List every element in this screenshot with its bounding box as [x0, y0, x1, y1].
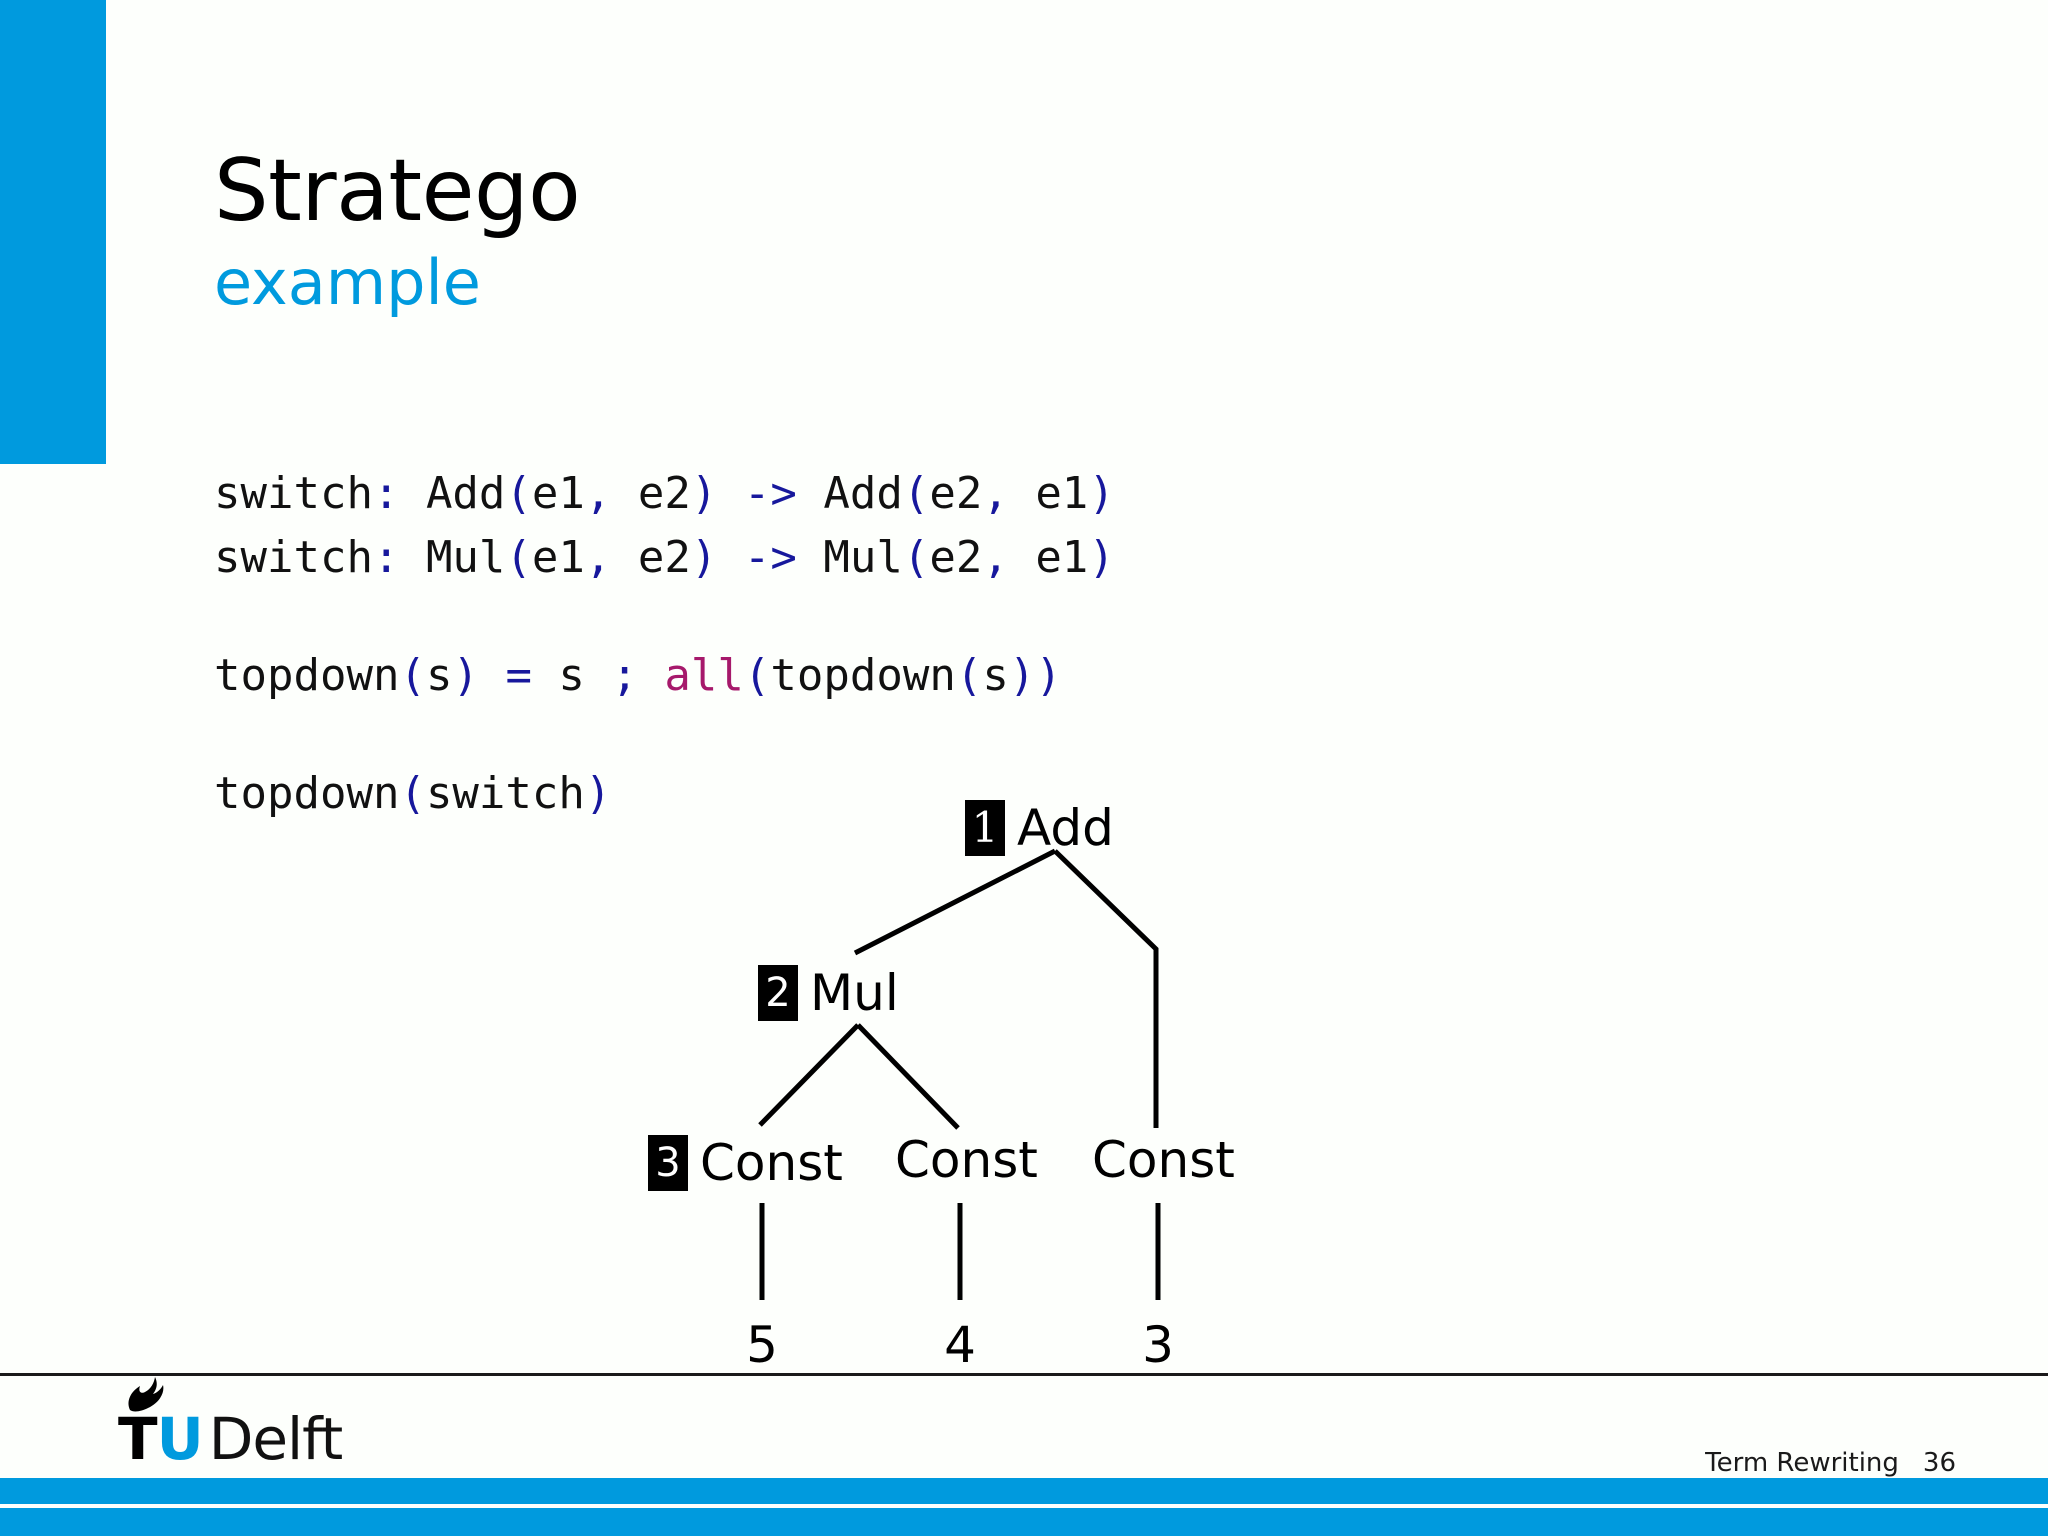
code-token: )	[690, 532, 718, 583]
code-line-blank-1	[214, 590, 1115, 644]
code-token: ,	[982, 468, 1009, 519]
code-token: e1	[1008, 532, 1089, 583]
code-token: switch	[425, 768, 585, 819]
edge-add-mul	[853, 848, 1057, 956]
code-block: switch: Add(e1, e2) -> Add(e2, e1)switch…	[214, 462, 1115, 826]
code-token: )	[452, 650, 479, 701]
code-token: e1	[1008, 468, 1089, 519]
footer-divider	[0, 1373, 2048, 1376]
tree-node-const: Const	[895, 1135, 1038, 1185]
node-label: Add	[1017, 799, 1114, 857]
node-label: Const	[700, 1134, 843, 1192]
code-token: (	[743, 650, 771, 701]
code-token: ))	[1008, 650, 1062, 701]
code-token: all	[664, 650, 744, 701]
code-line-switch-add: switch: Add(e1, e2) -> Add(e2, e1)	[214, 462, 1115, 526]
footer-bar-top	[0, 1478, 2048, 1504]
code-token: (	[955, 650, 983, 701]
node-order-badge: 2	[758, 965, 798, 1021]
tree-leaf-5: 5	[746, 1316, 778, 1374]
edge-mul-const1	[758, 1023, 860, 1127]
code-token: )	[584, 768, 612, 819]
node-label: Mul	[810, 964, 899, 1022]
flame-icon	[128, 1377, 164, 1412]
logo-letter-u: U	[156, 1405, 204, 1473]
code-token: Add	[796, 468, 903, 519]
tree-leaf-4: 4	[944, 1316, 976, 1374]
code-token: topdown	[214, 650, 400, 701]
code-token: (	[505, 468, 532, 519]
code-token: Add	[399, 468, 506, 519]
title-area: Stratego example	[214, 148, 1414, 314]
code-token	[479, 650, 506, 701]
footer-bar-bottom	[0, 1508, 2048, 1536]
code-token: (	[902, 532, 930, 583]
code-token: topdown	[214, 768, 400, 819]
code-token: (	[399, 650, 426, 701]
code-token: :	[372, 532, 400, 583]
page-subtitle: example	[214, 246, 481, 319]
code-token: e2	[929, 468, 983, 519]
code-token: Mul	[399, 532, 506, 583]
code-token: s	[425, 650, 453, 701]
code-token: e1	[531, 532, 585, 583]
code-token: (	[505, 532, 532, 583]
node-label: Const	[895, 1131, 1038, 1189]
code-token: Mul	[796, 532, 903, 583]
code-token	[717, 468, 744, 519]
code-token: =	[505, 650, 532, 701]
code-token: topdown	[770, 650, 956, 701]
code-token	[638, 650, 665, 701]
code-token: ,	[584, 468, 612, 519]
code-token: e1	[531, 468, 585, 519]
code-token: e2	[611, 532, 691, 583]
code-token: ,	[584, 532, 612, 583]
code-token: )	[1088, 468, 1115, 519]
logo-word-delft: Delft	[208, 1405, 344, 1473]
code-line-blank-2	[214, 708, 1115, 762]
code-token: s	[982, 650, 1009, 701]
edge-mul-const2	[856, 1023, 960, 1130]
code-line-topdown-def: topdown(s) = s ; all(topdown(s))	[214, 644, 1115, 708]
code-token: ->	[743, 468, 797, 519]
code-token: switch	[214, 468, 373, 519]
code-token: ;	[611, 650, 638, 701]
tree-leaf-3: 3	[1142, 1316, 1174, 1374]
code-token: ,	[982, 532, 1009, 583]
node-label: Const	[1092, 1131, 1235, 1189]
code-token: s	[531, 650, 612, 701]
code-token: ->	[743, 532, 797, 583]
footer-meta: Term Rewriting 36	[1705, 1448, 1956, 1478]
tree-node-const: Const	[1092, 1135, 1235, 1185]
footer-course-label: Term Rewriting	[1705, 1448, 1899, 1478]
code-line-switch-mul: switch: Mul(e1, e2) -> Mul(e2, e1)	[214, 526, 1115, 590]
node-order-badge: 3	[648, 1135, 688, 1191]
page-title: Stratego	[214, 141, 581, 241]
code-token: (	[902, 468, 930, 519]
code-token	[717, 532, 744, 583]
code-token: )	[1088, 532, 1115, 583]
accent-block	[0, 0, 106, 464]
code-token: switch	[214, 532, 373, 583]
code-token: :	[372, 468, 400, 519]
code-token: e2	[929, 532, 983, 583]
footer-page-number: 36	[1922, 1448, 1956, 1478]
logo-letter-t: T	[118, 1405, 158, 1473]
node-order-badge: 1	[965, 800, 1005, 856]
code-token: (	[399, 768, 426, 819]
edge-add-const3	[1053, 849, 1159, 1128]
code-line-topdown-switch: topdown(switch)	[214, 762, 1115, 826]
code-token: e2	[611, 468, 691, 519]
code-token: )	[690, 468, 718, 519]
